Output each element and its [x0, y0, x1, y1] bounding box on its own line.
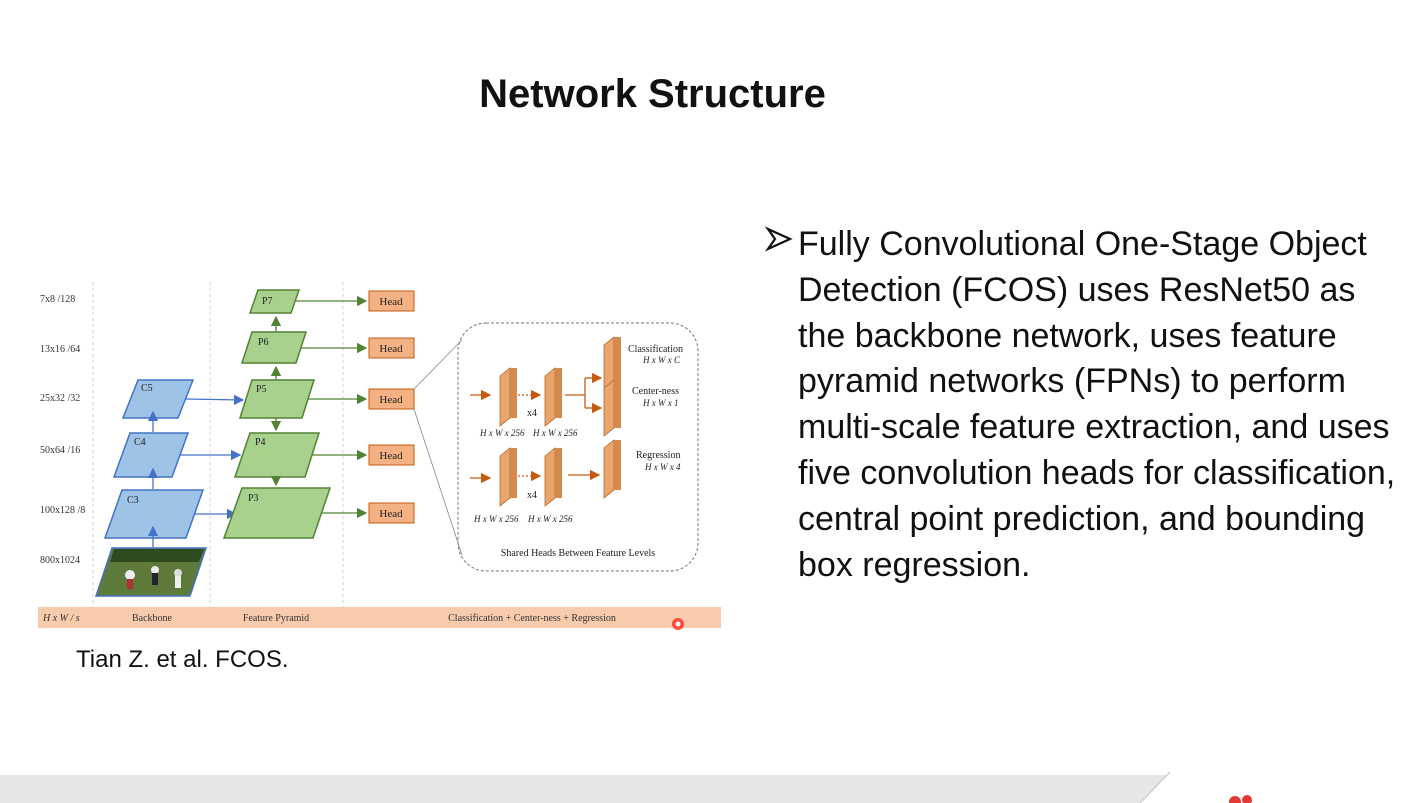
pyramid-label: P3 [248, 493, 259, 504]
pyramid-level-p7: P7 [248, 289, 301, 314]
head-box-p4: Head [368, 444, 415, 466]
pyramid-level-p3: P3 [222, 487, 332, 539]
repeat-label: x4 [527, 490, 537, 501]
head-label: Head [379, 394, 403, 406]
backbone-label: C3 [127, 495, 139, 506]
dim-label: H x W x 256 [473, 514, 519, 524]
backbone-label: C5 [141, 383, 153, 394]
shared-heads-box [457, 322, 699, 572]
regression-label: Regression [636, 450, 680, 461]
diagram-bottom-bar: H x W / s Backbone Feature Pyramid Class… [38, 607, 721, 628]
head-label: Head [379, 508, 403, 520]
bullet-point: Fully Convolutional One-Stage Object Det… [764, 222, 1404, 588]
pyramid-level-p4: P4 [233, 432, 321, 478]
shared-heads-title: Shared Heads Between Feature Levels [501, 548, 655, 559]
pyramid-label: P5 [256, 384, 267, 395]
figure-caption: Tian Z. et al. FCOS. [76, 646, 289, 673]
shared-heads-bottom-branch [470, 439, 621, 507]
pyramid-level-p6: P6 [240, 331, 308, 364]
scale-label: 100x128 /8 [40, 505, 85, 516]
head-box-p7: Head [368, 290, 415, 312]
pyramid-label: P4 [255, 437, 266, 448]
footer-decoration [1139, 771, 1427, 803]
regression-dim: H x W x 4 [644, 462, 681, 472]
head-box-p3: Head [368, 502, 415, 524]
backbone-level-c3: C3 [103, 489, 205, 539]
head-label: Head [379, 450, 403, 462]
backbone-level-c5: C5 [121, 379, 195, 419]
bullet-text: Fully Convolutional One-Stage Object Det… [798, 225, 1396, 584]
bar-label-pyramid: Feature Pyramid [243, 613, 309, 624]
pyramid-label: P7 [262, 296, 273, 307]
centerness-dim: H x W x 1 [642, 398, 679, 408]
scale-label: 13x16 /64 [40, 344, 80, 355]
shared-heads-top-branch [470, 336, 621, 437]
classification-dim: H x W x C [642, 355, 681, 365]
scale-label: 7x8 /128 [40, 294, 75, 305]
head-label: Head [379, 343, 403, 355]
bar-label-scale: H x W / s [42, 613, 80, 624]
laser-pointer-icon [672, 618, 684, 630]
arrow-bullet-icon [764, 226, 793, 252]
backbone-label: C4 [134, 437, 146, 448]
slide-title: Network Structure [479, 72, 826, 116]
dim-label: H x W x 256 [532, 428, 578, 438]
fcos-architecture-diagram: 7x8 /128 13x16 /64 25x32 /32 50x64 /16 1… [38, 282, 721, 630]
bar-label-backbone: Backbone [132, 613, 173, 624]
head-box-p6: Head [368, 337, 415, 359]
pyramid-label: P6 [258, 337, 269, 348]
centerness-label: Center-ness [632, 386, 679, 397]
scale-label: 25x32 /32 [40, 393, 80, 404]
bar-label-heads: Classification + Center-ness + Regressio… [448, 613, 616, 624]
backbone-level-c4: C4 [112, 432, 190, 478]
input-image [94, 547, 208, 597]
repeat-label: x4 [527, 408, 537, 419]
head-label: Head [379, 296, 403, 308]
scale-label: 800x1024 [40, 555, 80, 566]
dim-label: H x W x 256 [479, 428, 525, 438]
head-box-p5: Head [368, 388, 415, 410]
scale-label: 50x64 /16 [40, 445, 80, 456]
dim-label: H x W x 256 [527, 514, 573, 524]
pyramid-level-p5: P5 [238, 379, 316, 419]
classification-label: Classification [628, 344, 683, 355]
